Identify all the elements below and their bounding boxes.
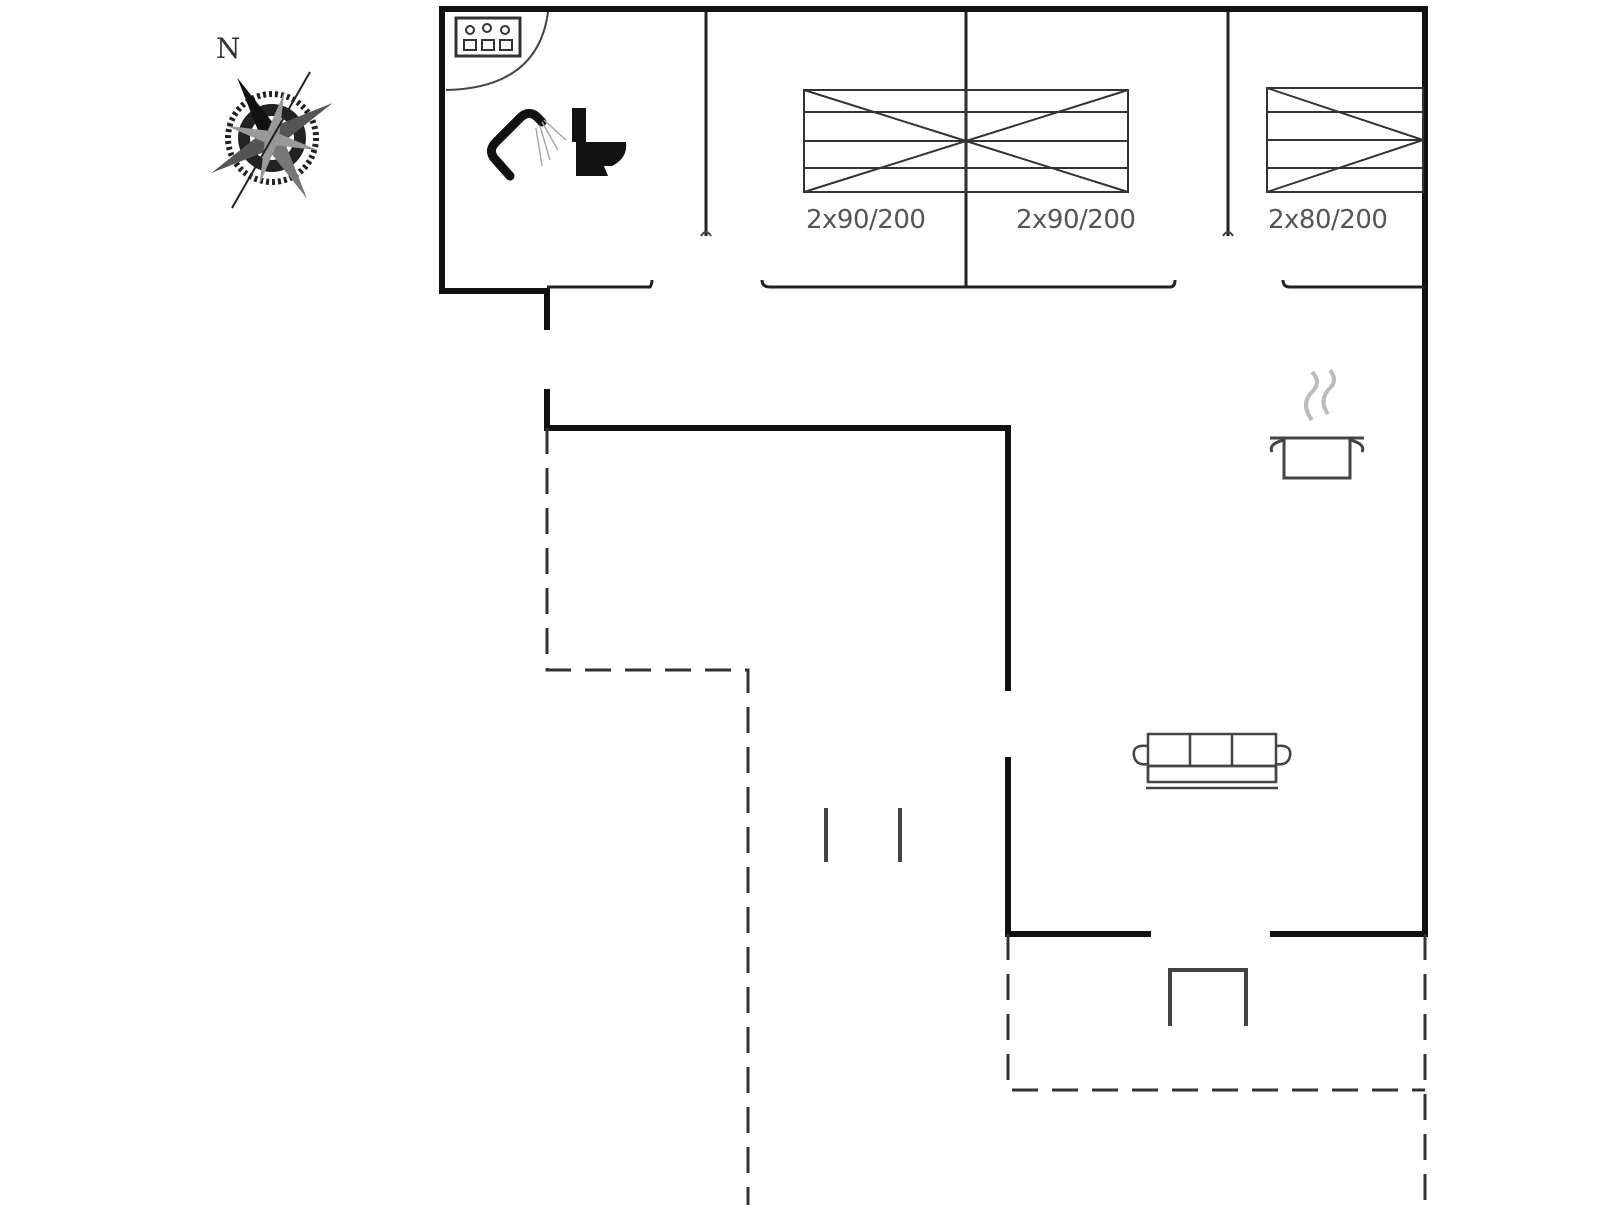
bed-label: 2x90/200 [1016, 205, 1135, 235]
compass: N [211, 32, 333, 209]
bathroom [445, 11, 627, 181]
bed-label: 2x90/200 [806, 205, 925, 235]
entrance [1168, 968, 1248, 1026]
north-label: N [216, 32, 241, 65]
terrace-marker-icon [824, 808, 902, 862]
bedroom-1: 2x90/200 [803, 89, 967, 235]
shower-icon [486, 108, 567, 181]
terrace [545, 428, 1427, 1205]
bed-icon [965, 89, 1129, 193]
bedroom-3: 2x80/200 [1266, 87, 1424, 235]
living-room [1132, 732, 1292, 790]
bed-icon [1266, 87, 1424, 193]
toilet-icon [572, 108, 627, 176]
compass-rose-icon [211, 71, 333, 209]
cooking-pot-icon [1269, 368, 1365, 480]
interior-walls [547, 12, 1425, 289]
entrance-steps-icon [1168, 968, 1248, 1026]
sofa-icon [1132, 732, 1292, 790]
bedroom-2: 2x90/200 [965, 89, 1136, 235]
washing-machine-icon [454, 16, 522, 58]
bed-icon [803, 89, 967, 193]
bed-label: 2x80/200 [1268, 205, 1387, 235]
kitchen [1269, 368, 1365, 480]
